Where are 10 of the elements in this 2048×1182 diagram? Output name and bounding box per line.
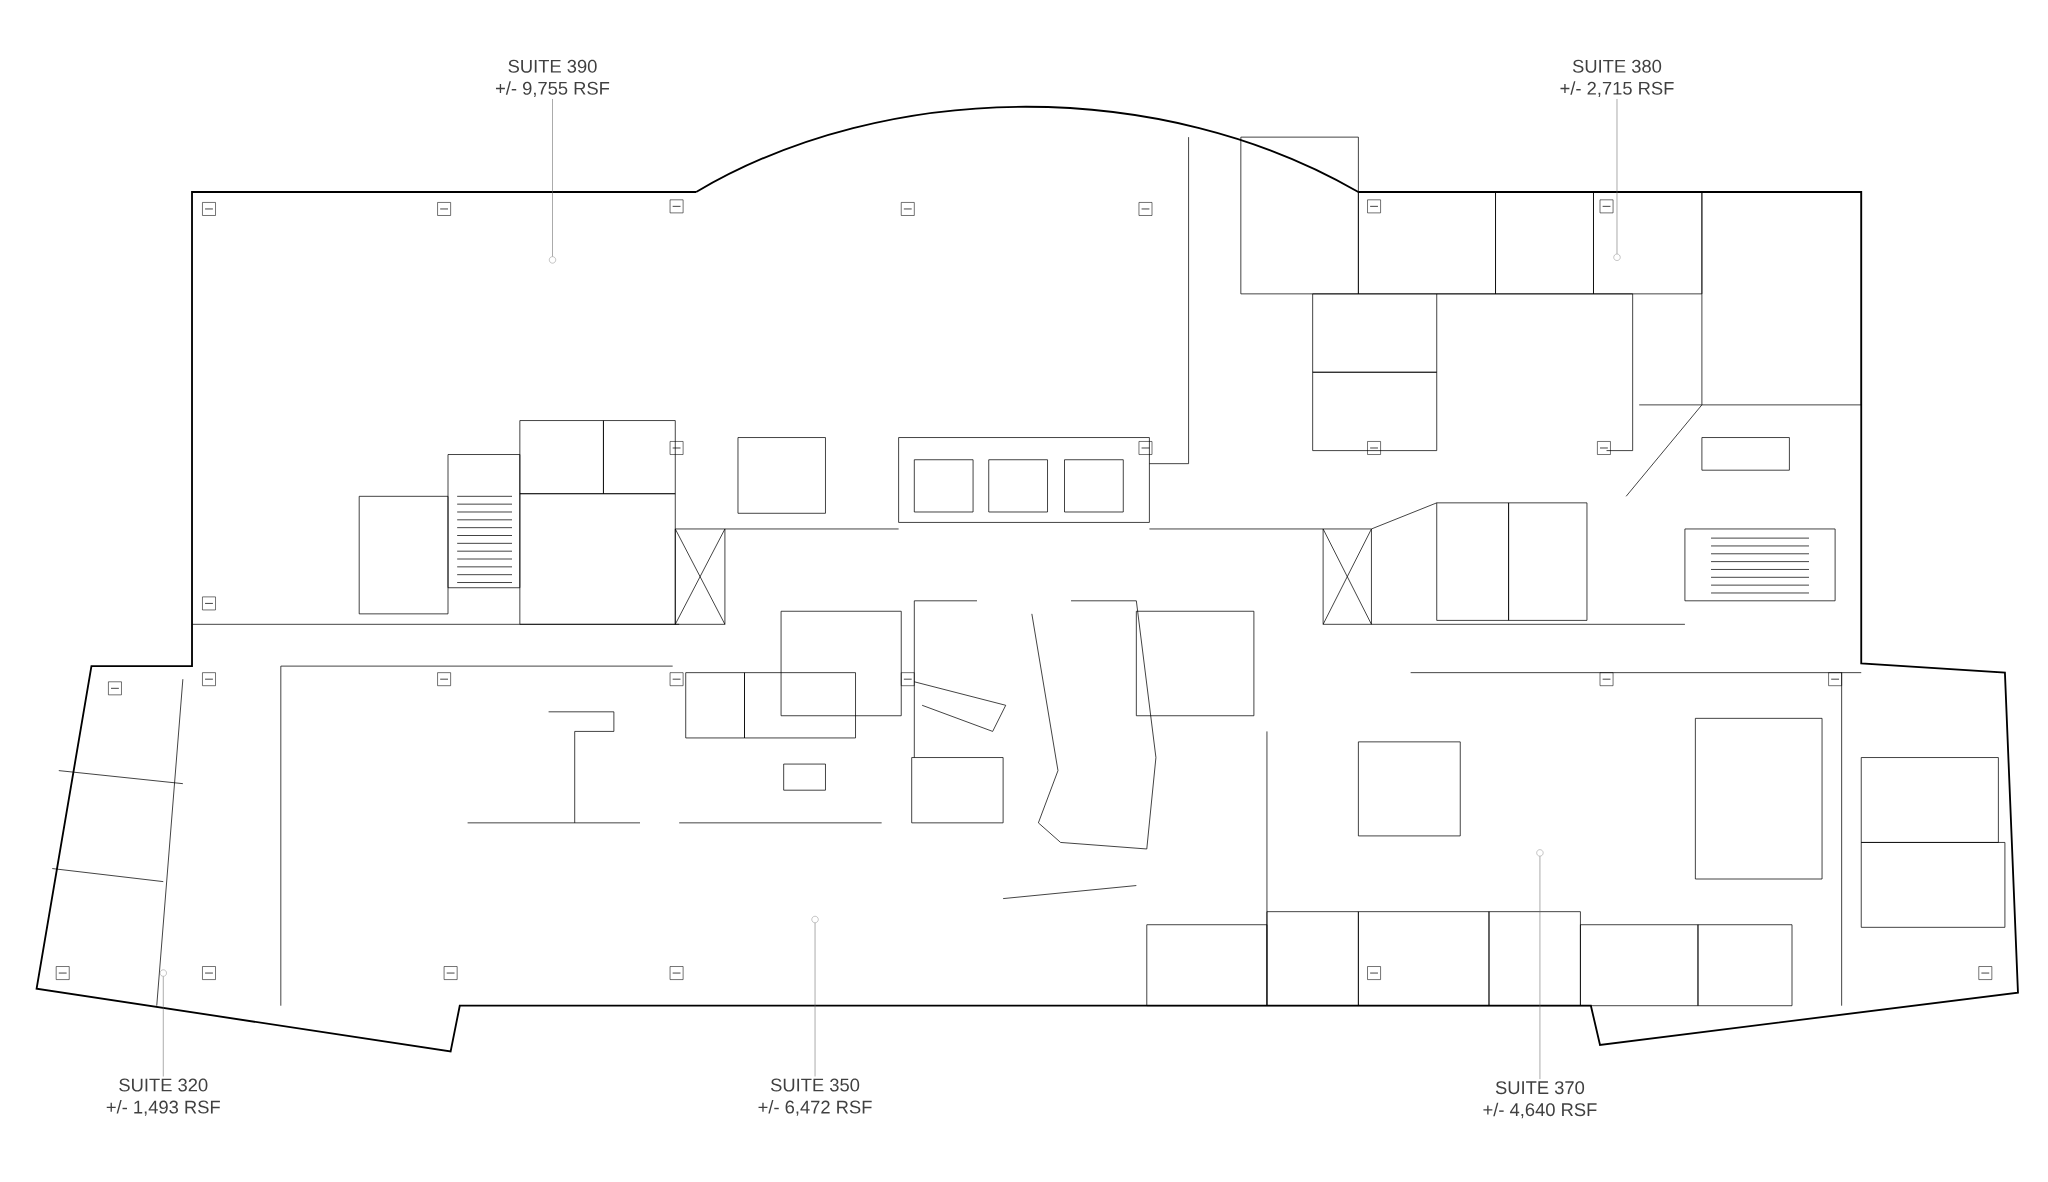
leader-line <box>814 922 816 1077</box>
suite-label: SUITE 380 +/- 2,715 RSF <box>1560 59 1674 97</box>
suite-label: SUITE 320 +/- 1,493 RSF <box>106 1078 220 1116</box>
leader-line <box>1616 98 1618 255</box>
suite-label: SUITE 350 +/- 6,472 RSF <box>758 1078 872 1116</box>
leader-line <box>552 98 553 257</box>
leader-line <box>163 976 164 1077</box>
leader-line <box>1539 856 1541 1080</box>
suite-label: SUITE 370 +/- 4,640 RSF <box>1483 1081 1597 1119</box>
suite-label: SUITE 390 +/- 9,755 RSF <box>496 59 610 97</box>
